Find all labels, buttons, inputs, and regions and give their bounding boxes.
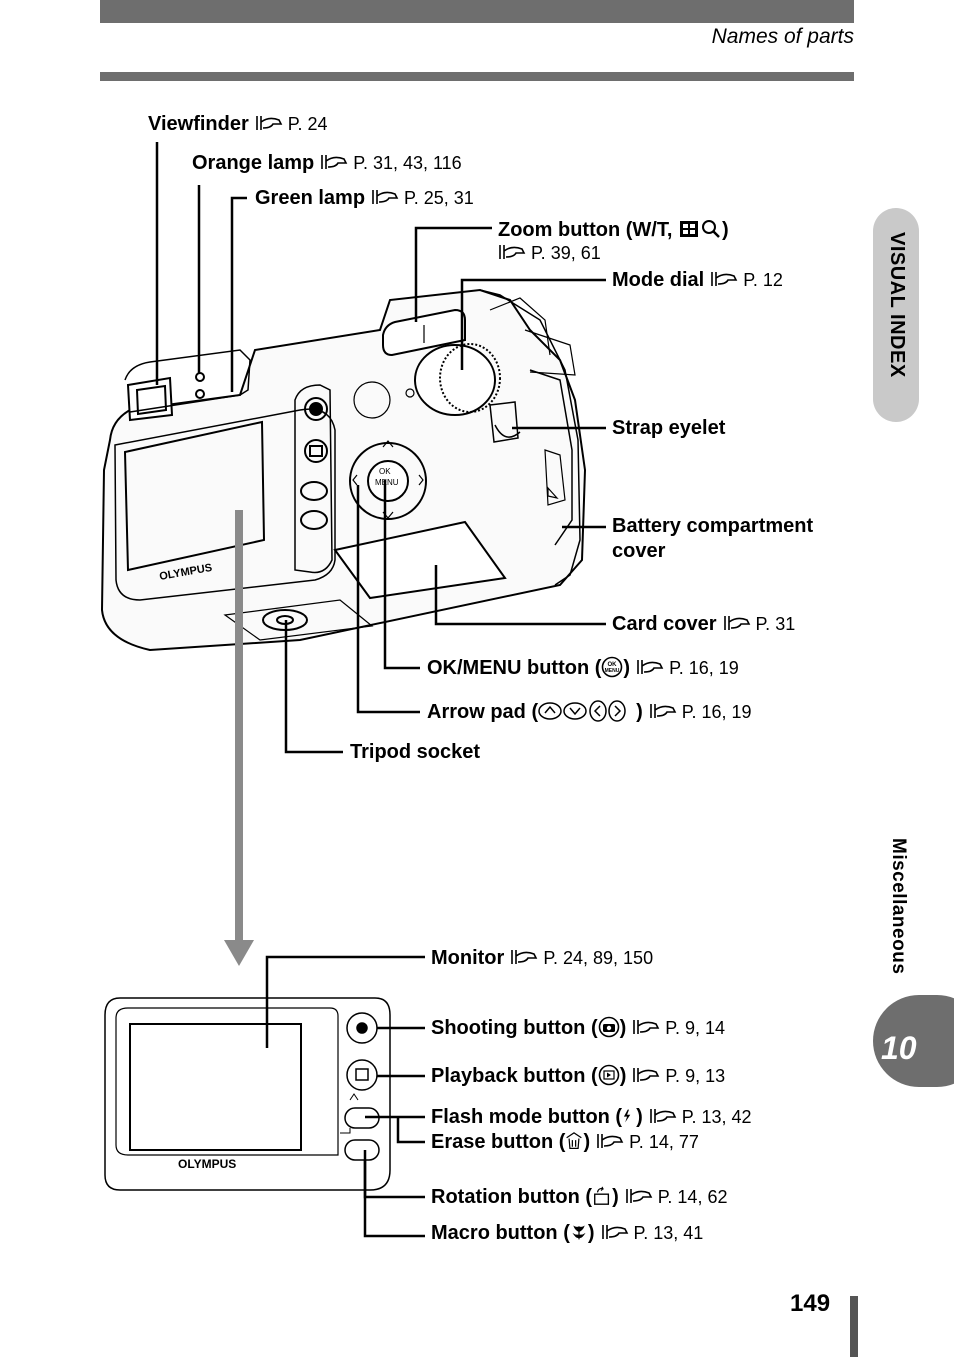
strap-eyelet-label: Strap eyelet: [612, 417, 726, 439]
battery-cover-label-line1: Battery compartment: [612, 515, 814, 537]
down-arrow: [224, 510, 254, 966]
header-title: Names of parts: [711, 25, 854, 48]
flash-mode-button-label: Flash mode button ()P. 13, 42: [431, 1106, 752, 1128]
reference-icon: [633, 1068, 660, 1082]
magnify-icon: [701, 220, 720, 238]
page-number-bar: [850, 1296, 858, 1357]
arrow-keys-icon: [538, 700, 626, 722]
svg-text:MENU: MENU: [605, 668, 620, 674]
reference-icon: [649, 1109, 677, 1123]
reference-icon: [633, 1020, 660, 1034]
zoom-button-label: Zoom button (W/T, ): [498, 219, 729, 241]
reference-icon: [723, 616, 750, 630]
miscellaneous-tab-label: Miscellaneous: [888, 838, 909, 975]
index-grid-icon: [679, 221, 698, 237]
visual-index-tab-label: VISUAL INDEX: [886, 232, 908, 378]
menu-label-top: MENU: [375, 478, 399, 487]
rotate-icon: [594, 1186, 610, 1205]
macro-button-label: Macro button ()P. 13, 41: [431, 1222, 704, 1244]
tripod-socket-label: Tripod socket: [350, 741, 481, 763]
reference-icon: [625, 1189, 653, 1203]
reference-icon: [597, 1134, 624, 1148]
reference-icon: [321, 155, 348, 169]
reference-icon: [711, 272, 738, 286]
ok-label-top: OK: [379, 467, 391, 476]
leader-lines: [155, 142, 606, 1238]
reference-icon: [649, 704, 677, 718]
chapter-badge: [873, 995, 954, 1087]
chapter-number: 10: [881, 1030, 917, 1066]
reference-icon: [255, 116, 283, 130]
arrow-pad-label: Arrow pad ()P. 16, 19: [427, 700, 752, 723]
header-rule: [100, 72, 854, 81]
svg-text:OK: OK: [608, 662, 618, 668]
reference-icon: [601, 1225, 628, 1239]
camera-body: [100, 288, 587, 652]
shooting-button-label: Shooting button ()P. 9, 14: [431, 1016, 726, 1039]
header-top-bar: [100, 0, 854, 23]
reference-icon: [372, 190, 399, 204]
reference-icon: [511, 950, 538, 964]
zoom-button-ref: P. 39, 61: [498, 243, 601, 264]
playback-button-label: Playback button ()P. 9, 13: [431, 1064, 726, 1087]
rotation-button-label: Rotation button ()P. 14, 62: [431, 1186, 728, 1208]
camera-brand-flat: OLYMPUS: [178, 1157, 236, 1171]
page-number: 149: [790, 1290, 831, 1317]
macro-flower-icon: [572, 1225, 586, 1240]
visual-index-tab[interactable]: [873, 208, 919, 422]
reference-icon: [499, 245, 526, 259]
camera-icon: [598, 1016, 619, 1038]
battery-cover-label-line2: cover: [612, 540, 666, 562]
camera-back-flat: [104, 997, 391, 1191]
reference-icon: [637, 660, 664, 674]
flash-icon: [624, 1109, 631, 1123]
playback-icon: [598, 1064, 620, 1086]
trash-icon: [566, 1132, 583, 1149]
erase-button-label: Erase button ()P. 14, 77: [431, 1131, 699, 1153]
